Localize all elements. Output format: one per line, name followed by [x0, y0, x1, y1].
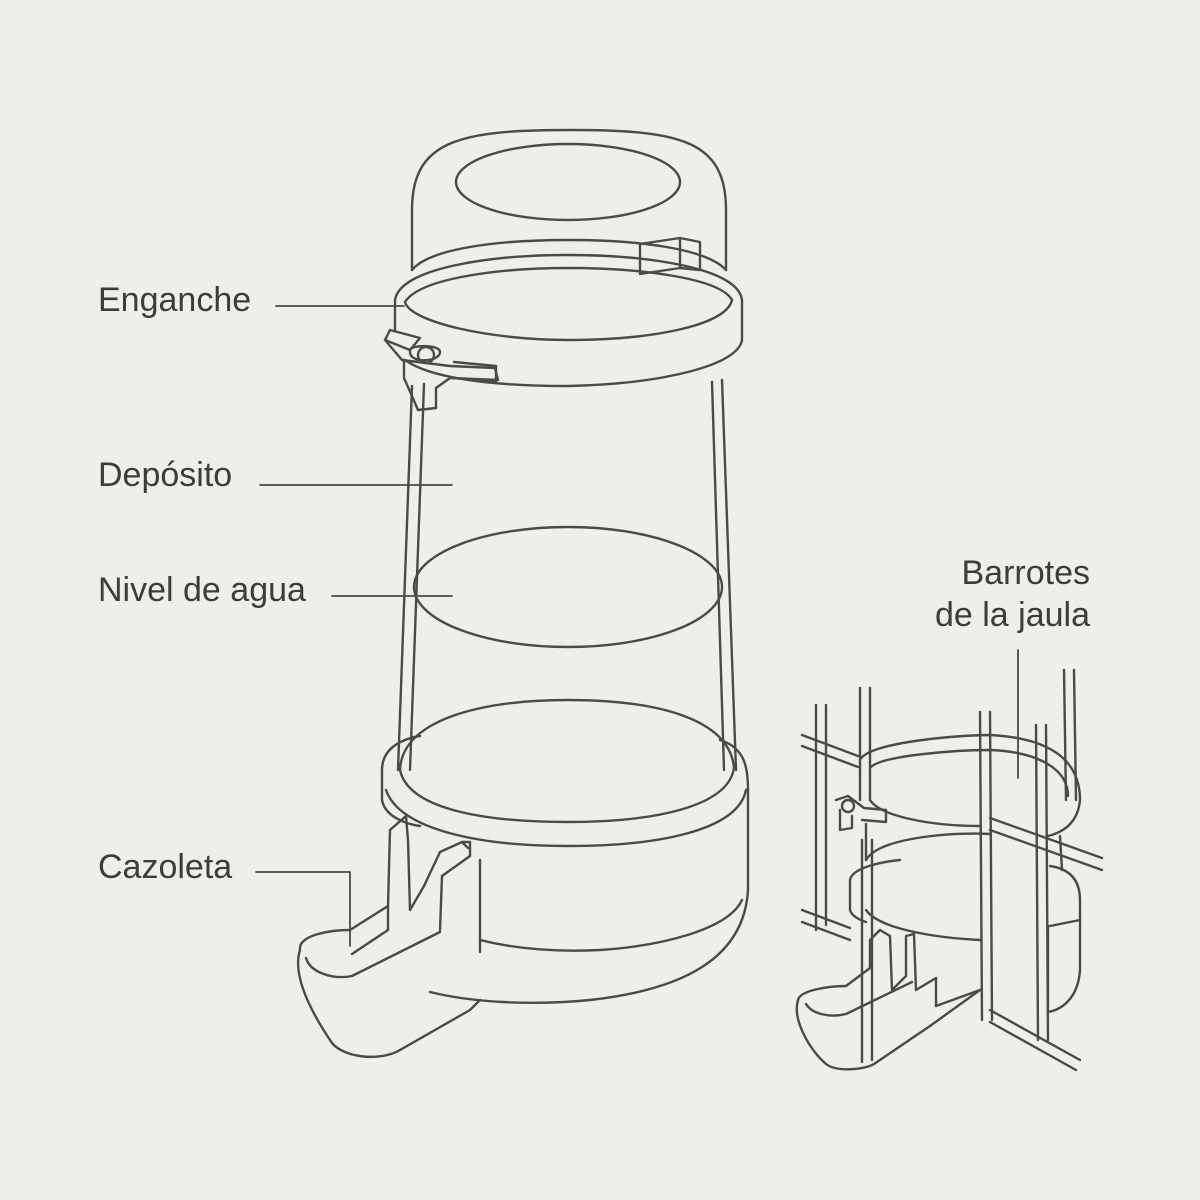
base-housing: [380, 734, 750, 1005]
cage-bars-label-line2: de la jaula: [934, 596, 1090, 634]
dome-cap: [410, 128, 728, 272]
collar-ring: [393, 236, 744, 388]
hook-clip: [383, 328, 500, 412]
cup-leader-line: [255, 871, 351, 947]
cage-detail: [795, 668, 1104, 1072]
cage-bars-label-line1: Barrotes: [961, 554, 1091, 592]
leader-lines: [255, 305, 1019, 947]
reservoir-body: [396, 378, 738, 772]
main-waterer: [296, 128, 750, 1059]
water-level-label: Nivel de agua: [98, 571, 306, 609]
drinking-cup: [296, 814, 482, 1059]
water-level-ellipse: [412, 525, 724, 649]
lower-inner-rim: [398, 698, 736, 772]
hook-label: Enganche: [98, 281, 252, 319]
cup-label: Cazoleta: [98, 848, 233, 886]
reservoir-label: Depósito: [98, 456, 233, 494]
